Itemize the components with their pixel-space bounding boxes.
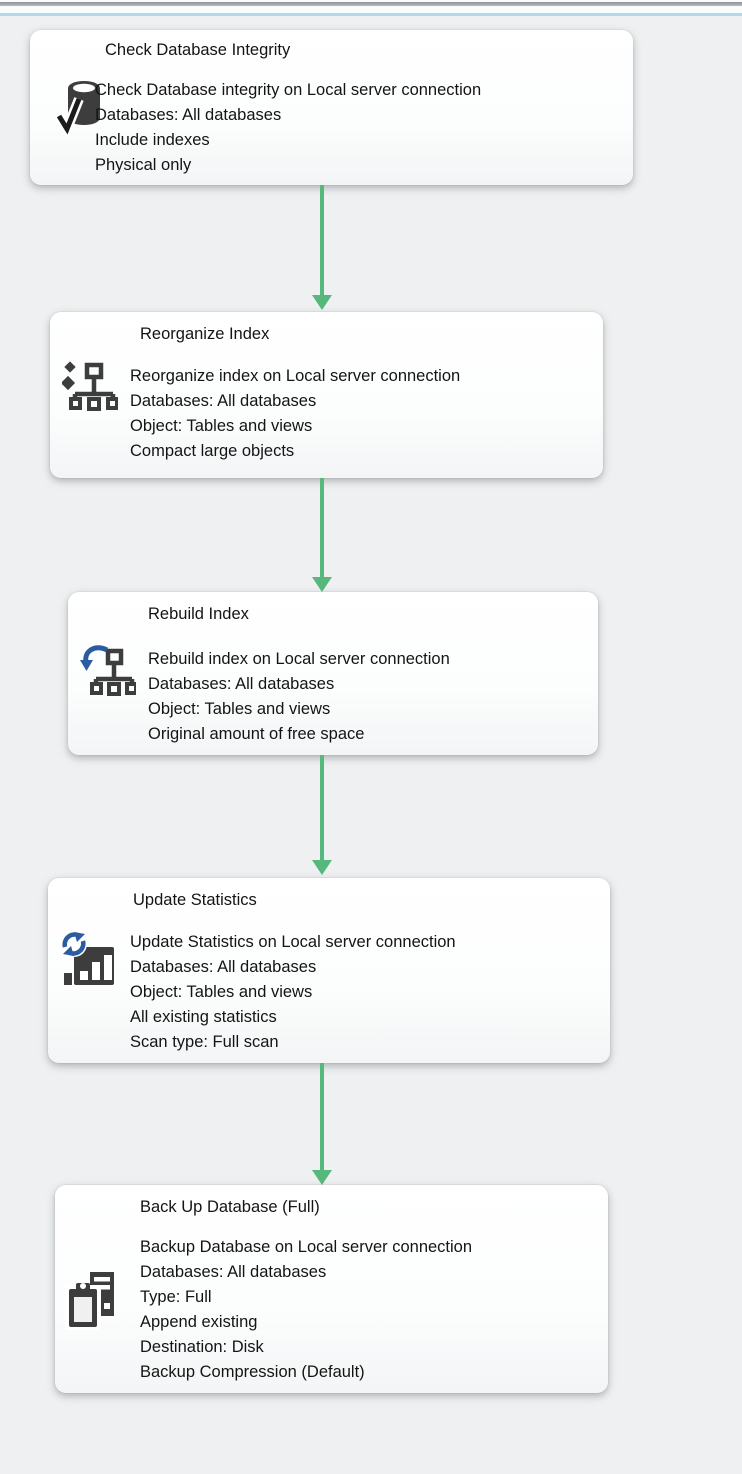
task-title: Reorganize Index [140,325,270,343]
connector-arrow-1[interactable] [312,185,332,310]
rebuild-index-icon [80,640,136,702]
task-detail-line: All existing statistics [130,1008,277,1026]
task-card-update-statistics[interactable]: Update Statistics Update Statistics on L… [48,878,610,1063]
task-detail-line: Type: Full [140,1288,212,1306]
task-title: Check Database Integrity [105,41,291,59]
connector-arrow-4[interactable] [312,1063,332,1185]
task-title: Rebuild Index [148,605,249,623]
task-detail-line: Backup Compression (Default) [140,1363,365,1381]
task-detail-line: Include indexes [95,131,210,149]
task-details: Update Statistics on Local server connec… [130,930,456,1055]
task-detail-line: Check Database integrity on Local server… [95,81,482,99]
update-statistics-icon [60,928,116,990]
task-detail-line: Backup Database on Local server connecti… [140,1238,473,1256]
task-card-back-up-database-full[interactable]: Back Up Database (Full) Backup Database … [55,1185,608,1393]
task-title: Back Up Database (Full) [140,1198,320,1216]
reorganize-index-icon [62,358,118,420]
task-detail-line: Original amount of free space [148,725,365,743]
task-details: Check Database integrity on Local server… [95,78,481,178]
task-detail-line: Databases: All databases [130,958,317,976]
task-detail-line: Reorganize index on Local server connect… [130,367,461,385]
designer-top-blue-line [0,13,742,16]
task-card-reorganize-index[interactable]: Reorganize Index Reorganize index on Loc… [50,312,603,478]
task-detail-line: Object: Tables and views [148,700,331,718]
task-detail-line: Object: Tables and views [130,417,313,435]
task-details: Rebuild index on Local server connection… [148,647,450,747]
task-detail-line: Databases: All databases [95,106,282,124]
connector-arrow-2[interactable] [312,478,332,592]
task-detail-line: Append existing [140,1313,258,1331]
task-detail-line: Update Statistics on Local server connec… [130,933,456,951]
database-check-icon [53,74,109,136]
backup-database-icon [63,1270,119,1332]
task-details: Reorganize index on Local server connect… [130,364,460,464]
task-detail-line: Compact large objects [130,442,295,460]
designer-top-gray-line [0,2,742,6]
task-detail-line: Scan type: Full scan [130,1033,279,1051]
task-detail-line: Rebuild index on Local server connection [148,650,450,668]
task-card-rebuild-index[interactable]: Rebuild Index Rebuild index on Local ser… [68,592,598,755]
task-detail-line: Databases: All databases [140,1263,327,1281]
task-detail-line: Databases: All databases [148,675,335,693]
task-detail-line: Physical only [95,156,192,174]
task-details: Backup Database on Local server connecti… [140,1235,472,1385]
task-detail-line: Databases: All databases [130,392,317,410]
task-detail-line: Object: Tables and views [130,983,313,1001]
task-title: Update Statistics [133,891,257,909]
task-card-check-database-integrity[interactable]: Check Database Integrity Check Database … [30,30,633,185]
connector-arrow-3[interactable] [312,755,332,875]
task-detail-line: Destination: Disk [140,1338,264,1356]
